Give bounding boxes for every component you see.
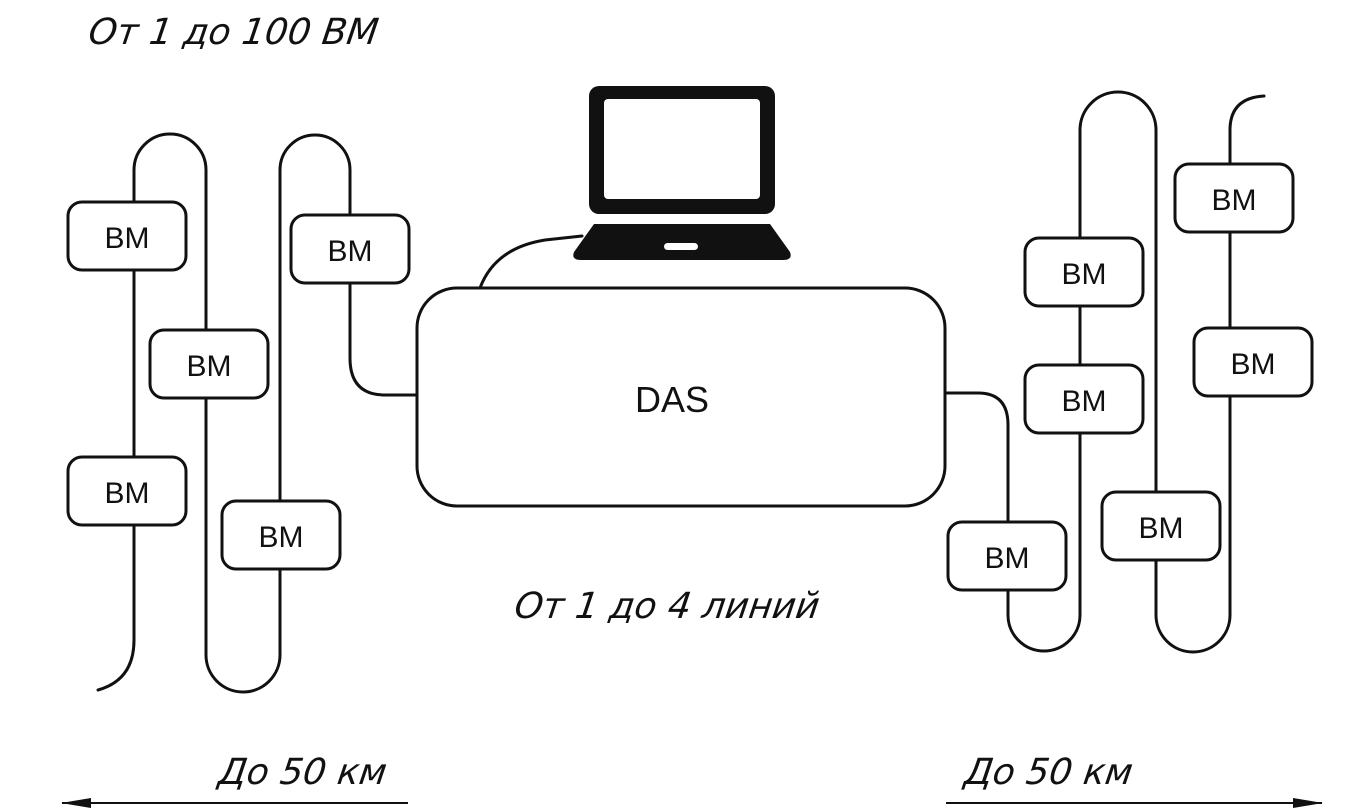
line-range-label: От 1 до 4 линий — [512, 584, 822, 627]
vm-label: ВМ — [1212, 184, 1257, 217]
vm-node[interactable]: ВМ — [220, 499, 342, 571]
vm-node[interactable]: ВМ — [1100, 490, 1222, 562]
vm-node[interactable]: ВМ — [1173, 162, 1295, 234]
vm-node[interactable]: ВМ — [946, 520, 1068, 592]
vm-node[interactable]: ВМ — [66, 455, 188, 527]
vm-node[interactable]: ВМ — [148, 328, 270, 400]
vm-label: ВМ — [1062, 385, 1107, 418]
vm-range-label: От 1 до 100 ВМ — [86, 10, 381, 53]
distance-left-label: До 50 км — [214, 750, 390, 793]
vm-node[interactable]: ВМ — [1192, 326, 1314, 398]
vm-label: ВМ — [1062, 258, 1107, 291]
laptop-icon[interactable] — [573, 86, 791, 260]
vm-label: ВМ — [105, 477, 150, 510]
vm-node[interactable]: ВМ — [1023, 236, 1145, 308]
vm-label: ВМ — [985, 542, 1030, 575]
vm-label: ВМ — [1231, 348, 1276, 381]
fiber-line-right-1 — [943, 90, 1266, 654]
vm-label: ВМ — [259, 521, 304, 554]
distance-right-label: До 50 км — [960, 750, 1136, 793]
vm-label: ВМ — [1139, 512, 1184, 545]
das-unit[interactable]: DAS — [415, 286, 947, 508]
vm-node[interactable]: ВМ — [66, 200, 188, 272]
vm-label: ВМ — [105, 222, 150, 255]
vm-label: ВМ — [328, 235, 373, 268]
fiber-line-left-1 — [96, 132, 420, 694]
vm-node[interactable]: ВМ — [1023, 363, 1145, 435]
laptop-cable — [478, 234, 584, 290]
das-label: DAS — [635, 379, 709, 420]
vm-node[interactable]: ВМ — [289, 213, 411, 285]
vm-label: ВМ — [187, 350, 232, 383]
